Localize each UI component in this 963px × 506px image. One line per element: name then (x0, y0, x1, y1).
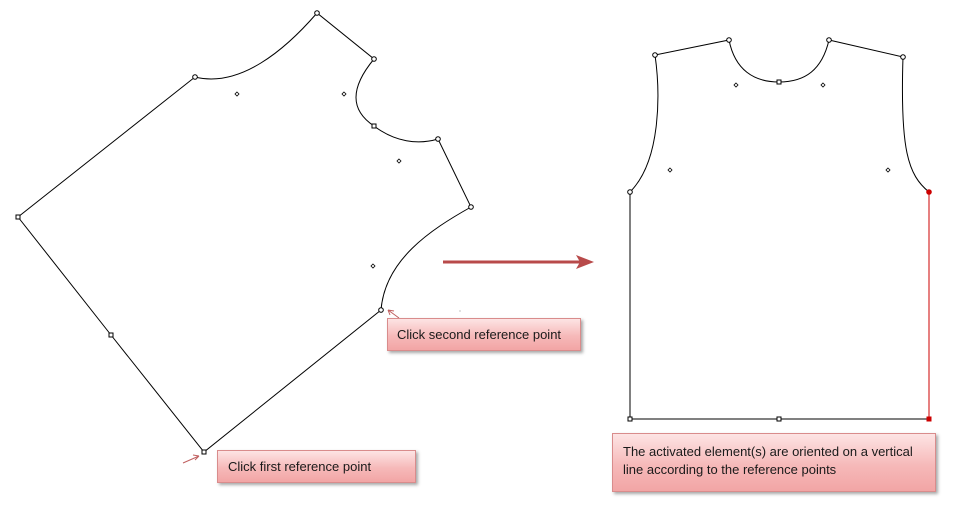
second-point-callout-text: Click second reference point (397, 327, 562, 342)
transform-arrow-icon (443, 255, 594, 269)
oriented-garment-piece (627, 37, 932, 422)
second-point-pointer-icon (387, 309, 400, 319)
first-point-pointer-icon (182, 454, 200, 464)
first-point-callout-text: Click first reference point (228, 459, 372, 474)
second-reference-point[interactable] (378, 307, 384, 313)
rotated-garment-piece (15, 10, 474, 464)
rotated-piece-points (15, 10, 474, 455)
corner-point[interactable] (15, 214, 21, 220)
control-point[interactable] (733, 82, 739, 88)
control-point[interactable] (396, 158, 402, 164)
active-curve-point[interactable] (926, 189, 932, 195)
oriented-piece-points (627, 37, 906, 422)
second-point-callout: Click second reference point (387, 318, 581, 351)
control-point[interactable] (820, 82, 826, 88)
control-point[interactable] (370, 263, 376, 269)
curve-point[interactable] (371, 56, 377, 62)
result-callout-text: The activated element(s) are oriented on… (623, 444, 913, 477)
first-reference-point[interactable] (201, 449, 207, 455)
corner-point[interactable] (776, 79, 782, 85)
control-point[interactable] (885, 167, 891, 173)
stray-dot (459, 310, 461, 312)
corner-point[interactable] (108, 332, 114, 338)
corner-point[interactable] (627, 416, 633, 422)
oriented-piece-control-points (667, 82, 891, 173)
rotated-piece-outline (17, 12, 472, 453)
rotated-piece-control-points (234, 91, 402, 269)
curve-point[interactable] (192, 74, 198, 80)
result-callout: The activated element(s) are oriented on… (612, 433, 936, 492)
active-points (926, 189, 932, 422)
first-point-callout: Click first reference point (217, 450, 416, 483)
corner-point[interactable] (371, 123, 377, 129)
curve-point[interactable] (435, 136, 441, 142)
active-corner-point[interactable] (926, 416, 932, 422)
curve-point[interactable] (314, 10, 320, 16)
pointer-arrows (182, 309, 400, 464)
curve-point[interactable] (726, 37, 732, 43)
control-point[interactable] (341, 91, 347, 97)
curve-point[interactable] (900, 54, 906, 60)
curve-point[interactable] (627, 189, 633, 195)
control-point[interactable] (234, 91, 240, 97)
oriented-piece-outline (629, 39, 930, 420)
curve-point[interactable] (468, 204, 474, 210)
curve-point[interactable] (652, 52, 658, 58)
control-point[interactable] (667, 167, 673, 173)
curve-point[interactable] (826, 37, 832, 43)
corner-point[interactable] (776, 416, 782, 422)
